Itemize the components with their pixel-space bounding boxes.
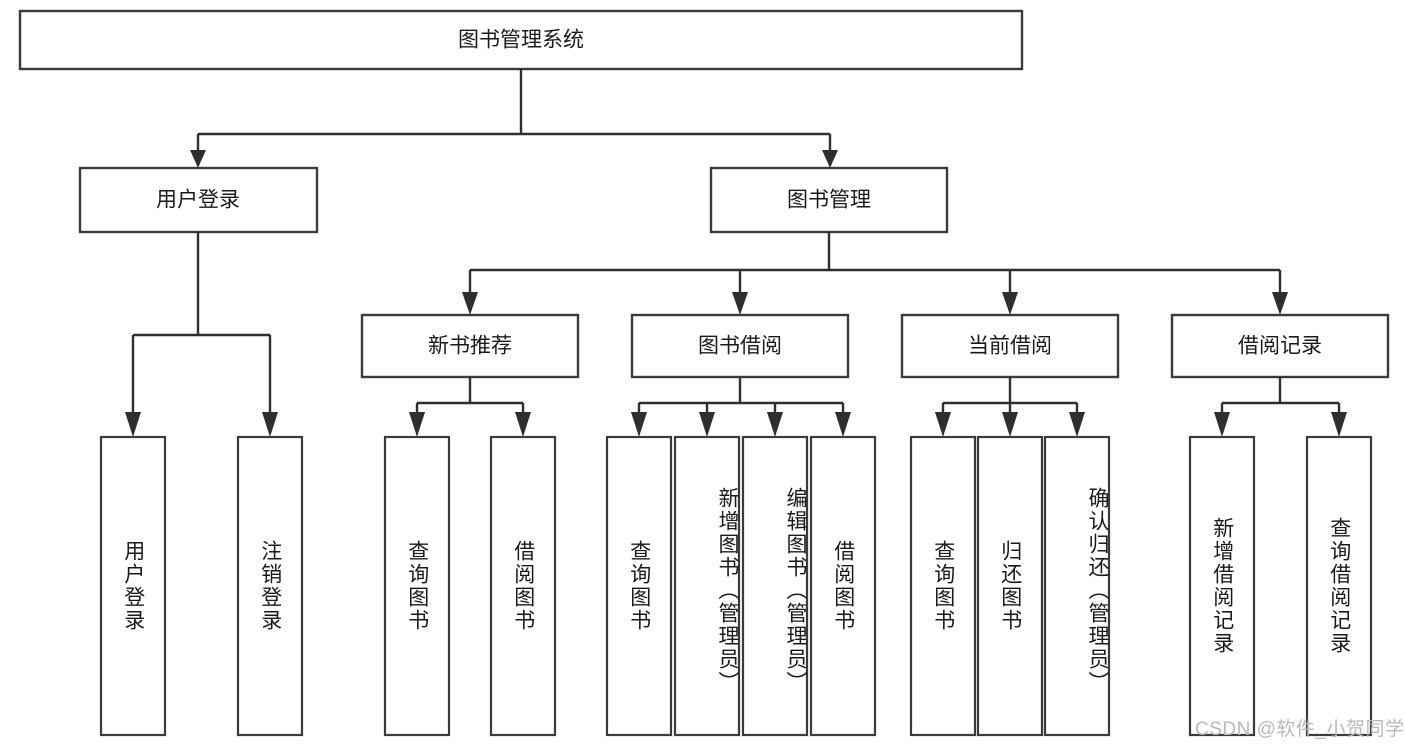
node-new-book-recommend-box [360, 313, 580, 379]
node-user-login[interactable]: 用户登录 [78, 166, 319, 234]
arrowhead-nbr-leaf-2 [515, 412, 531, 437]
leaf-box-nbr-2[interactable] [489, 435, 557, 737]
arrowhead-borrow-record [1272, 292, 1288, 315]
node-user-login-label: 用户登录 [156, 189, 240, 212]
arrowhead-current-borrow [1002, 292, 1018, 315]
arrowhead-bb-leaf-2 [699, 412, 715, 437]
leaf-box-bb-2[interactable] [673, 435, 741, 737]
node-book-manage-box [709, 166, 949, 234]
arrowhead-bb-leaf-1 [631, 412, 647, 437]
leaf-box-cb-3[interactable] [1043, 435, 1111, 737]
arrowhead-bb-leaf-3 [767, 412, 783, 437]
node-book-manage-label: 图书管理 [787, 189, 871, 212]
node-current-borrow-label: 当前借阅 [968, 335, 1052, 358]
watermark-text: CSDN @软件_小贺同学 [1195, 719, 1405, 740]
leaf-box-br-2[interactable] [1305, 435, 1373, 737]
node-new-book-recommend-label: 新书推荐 [428, 335, 512, 358]
node-book-borrow-label: 图书借阅 [698, 335, 782, 358]
leaf-box-bb-3[interactable] [741, 435, 809, 737]
arrowhead-br-leaf-1 [1214, 412, 1230, 437]
arrowhead-cb-leaf-1 [935, 412, 951, 437]
leaf-box-bb-4[interactable] [809, 435, 877, 737]
node-book-borrow[interactable]: 图书借阅 [630, 313, 850, 379]
arrowhead-leaf-user-login-2 [262, 412, 278, 437]
leaf-box-user-login-1[interactable] [99, 435, 167, 737]
arrowhead-bb-leaf-4 [835, 412, 851, 437]
node-book-manage[interactable]: 图书管理 [709, 166, 949, 234]
node-book-borrow-box [630, 313, 850, 379]
arrowhead-leaf-user-login-1 [125, 412, 141, 437]
node-borrow-record[interactable]: 借阅记录 [1170, 313, 1390, 379]
node-borrow-record-label: 借阅记录 [1238, 335, 1322, 358]
node-borrow-record-box [1170, 313, 1390, 379]
leaf-box-br-1[interactable] [1188, 435, 1256, 737]
node-root-system-label: 图书管理系统 [458, 29, 584, 52]
arrowhead-book-manage [822, 150, 838, 168]
arrowhead-cb-leaf-3 [1069, 412, 1085, 437]
leaf-box-bb-1[interactable] [605, 435, 673, 737]
arrowhead-br-leaf-2 [1331, 412, 1347, 437]
arrowhead-nbr-leaf-1 [409, 412, 425, 437]
leaf-box-nbr-1[interactable] [383, 435, 451, 737]
arrowhead-user-login [190, 150, 206, 168]
arrowhead-new-book [462, 292, 478, 315]
arrowhead-book-borrow [732, 292, 748, 315]
leaf-box-cb-2[interactable] [976, 435, 1044, 737]
node-current-borrow-box [900, 313, 1120, 379]
node-new-book-recommend[interactable]: 新书推荐 [360, 313, 580, 379]
arrowhead-cb-leaf-2 [1002, 412, 1018, 437]
node-current-borrow[interactable]: 当前借阅 [900, 313, 1120, 379]
leaf-box-user-login-2[interactable] [236, 435, 304, 737]
node-root-system[interactable]: 图书管理系统 [18, 9, 1024, 71]
node-root-system-box [18, 9, 1024, 71]
leaf-box-cb-1[interactable] [909, 435, 977, 737]
